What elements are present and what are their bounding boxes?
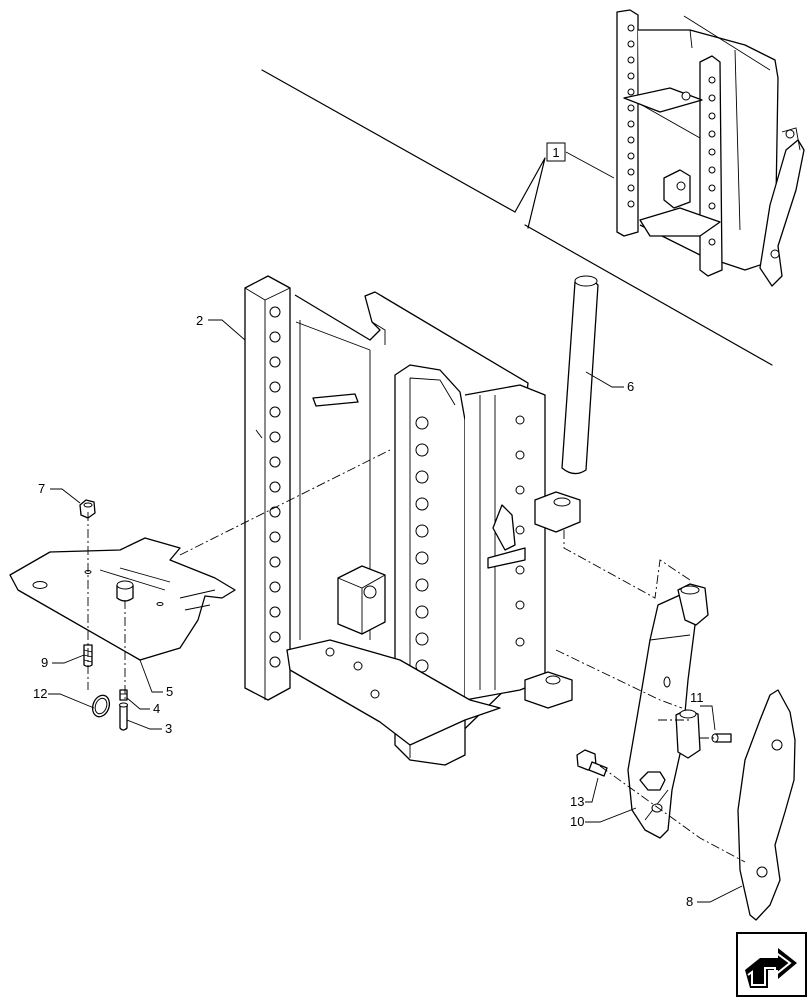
callout-2: 2 bbox=[196, 313, 203, 328]
callout-4: 4 bbox=[153, 701, 160, 716]
callout-10: 10 bbox=[570, 814, 584, 829]
plate-part-5 bbox=[9, 537, 236, 661]
pin-part-11 bbox=[711, 733, 732, 743]
callout-3: 3 bbox=[165, 721, 172, 736]
callout-12: 12 bbox=[33, 686, 47, 701]
next-page-arrow-icon[interactable] bbox=[736, 932, 807, 997]
guard-plate-part-8 bbox=[737, 689, 796, 921]
callout-7: 7 bbox=[38, 481, 45, 496]
bolt-part-13 bbox=[576, 749, 608, 777]
lever-arm-part-10 bbox=[627, 583, 709, 839]
callout-8: 8 bbox=[686, 894, 693, 909]
assembled-inset-view: 1 bbox=[261, 9, 805, 366]
callouts: 2 6 7 9 12 5 4 3 11 13 10 8 bbox=[33, 313, 743, 909]
drawbar-frame-part-2 bbox=[244, 275, 581, 766]
callout-13: 13 bbox=[570, 794, 584, 809]
callout-11: 11 bbox=[690, 690, 704, 705]
callout-1: 1 bbox=[552, 145, 559, 160]
callout-9: 9 bbox=[41, 655, 48, 670]
assembly-centerlines bbox=[87, 449, 746, 863]
pin-part-6 bbox=[561, 275, 599, 475]
callout-6: 6 bbox=[627, 379, 634, 394]
callout-5: 5 bbox=[166, 684, 173, 699]
